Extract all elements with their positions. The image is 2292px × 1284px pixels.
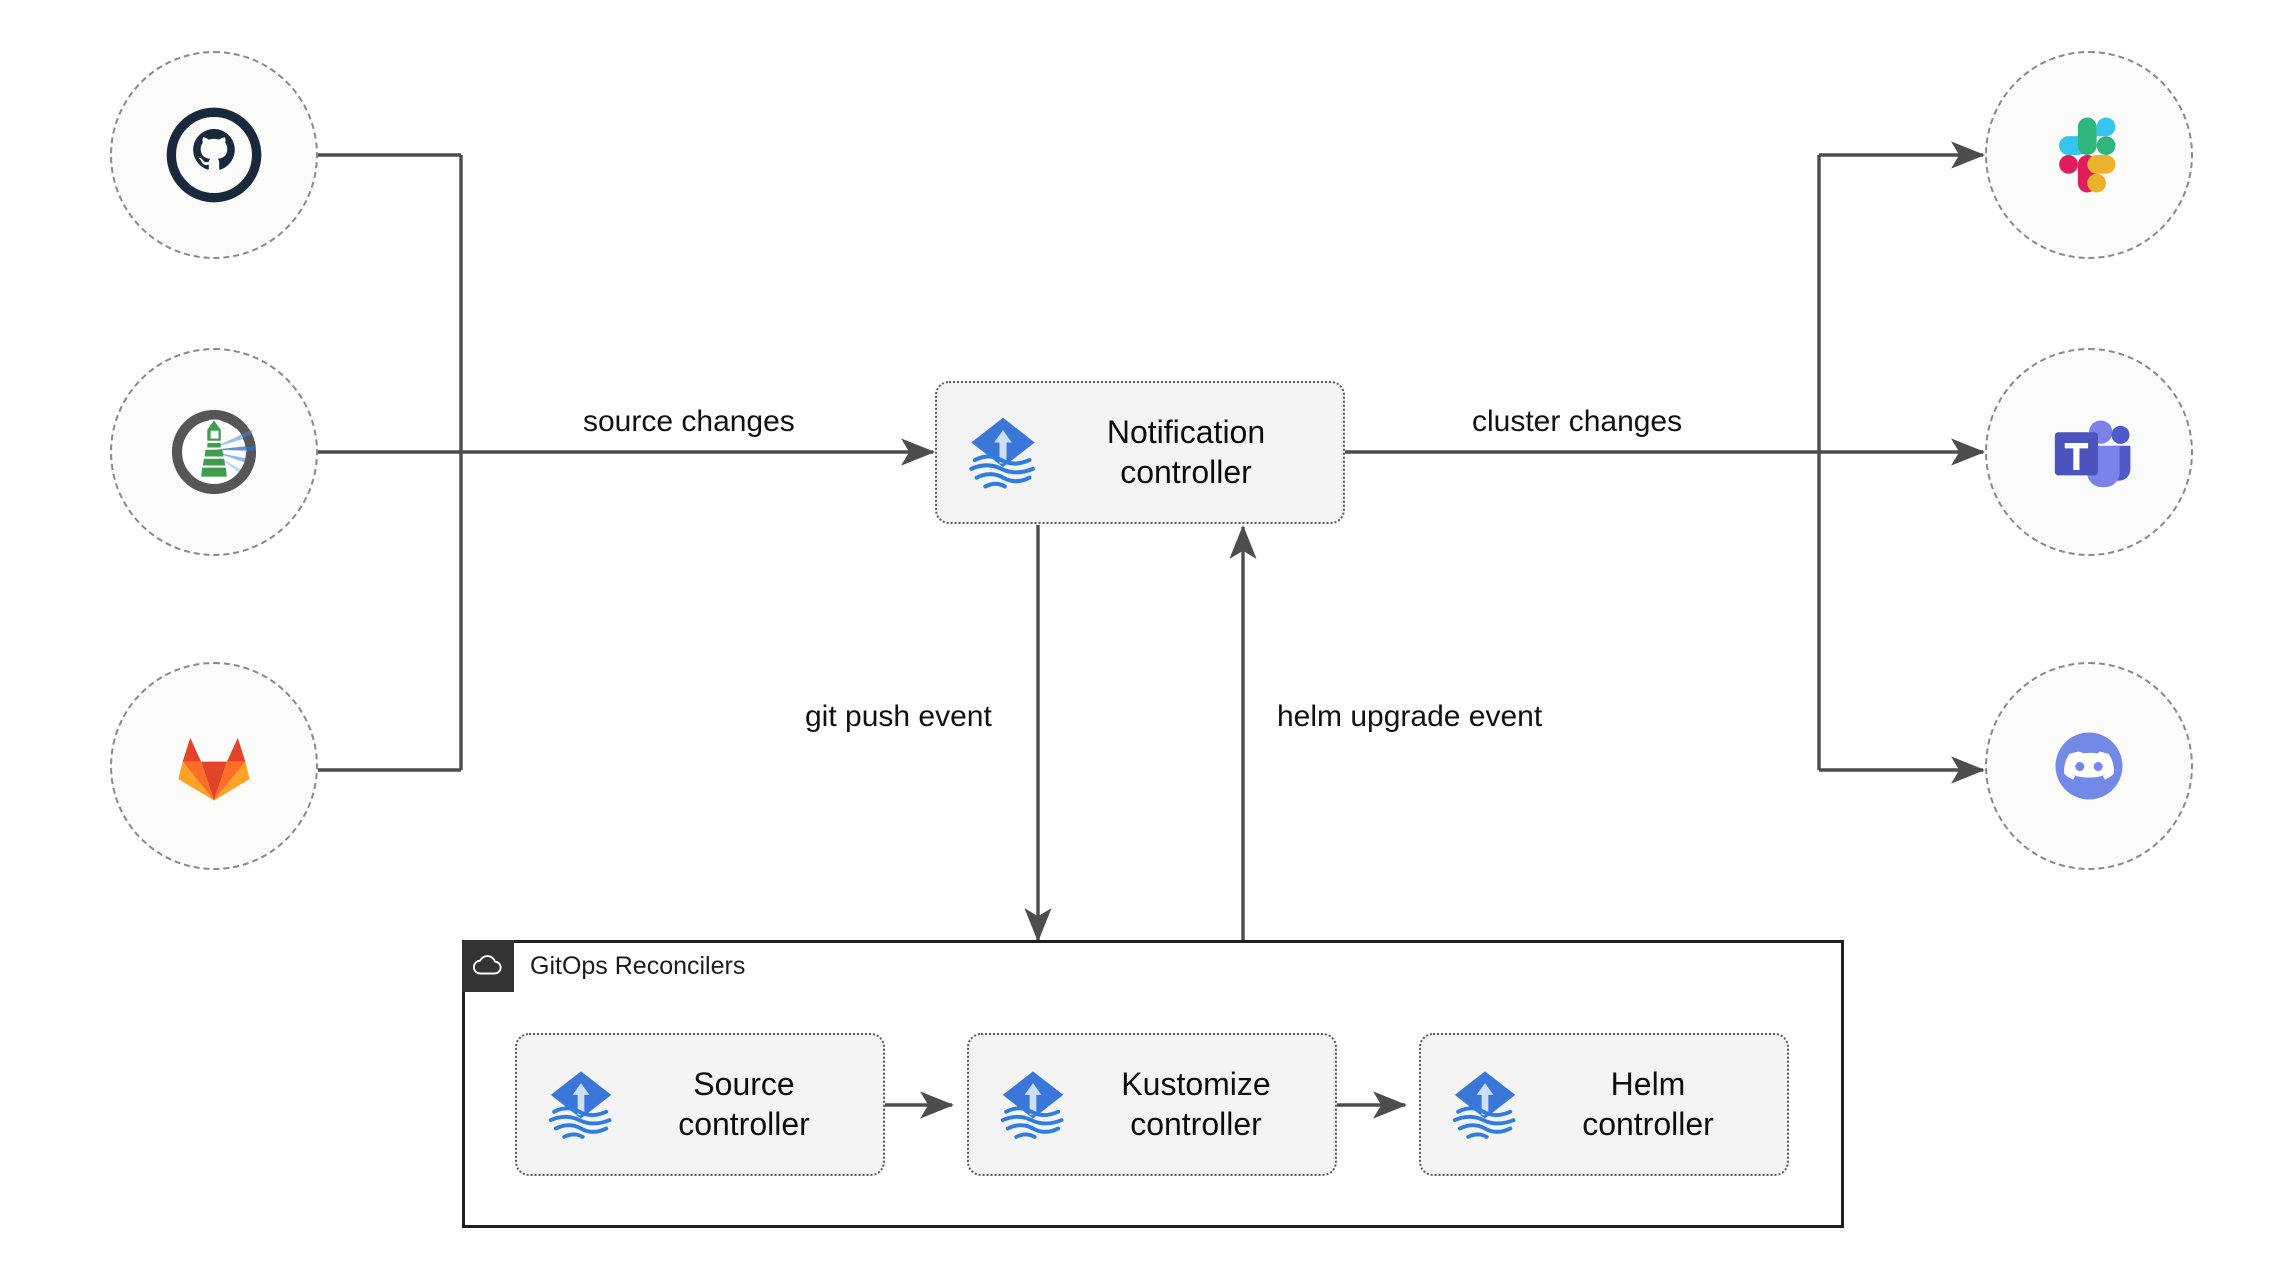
notification-controller-node[interactable]: Notification controller bbox=[935, 381, 1345, 524]
helm-controller-node[interactable]: Helm controller bbox=[1419, 1033, 1789, 1176]
slack-icon bbox=[2059, 117, 2116, 193]
destination-node-teams[interactable] bbox=[1985, 348, 2193, 556]
destination-node-slack[interactable] bbox=[1985, 51, 2193, 259]
gitlab-icon bbox=[178, 737, 250, 801]
flagger-lighthouse-icon bbox=[172, 410, 256, 494]
source-controller-label: Source controller bbox=[678, 1066, 810, 1142]
source-node-github[interactable] bbox=[110, 51, 318, 259]
notification-controller-label: Notification controller bbox=[1106, 414, 1266, 490]
github-icon bbox=[166, 107, 262, 203]
edge-label-cluster-changes: cluster changes bbox=[1472, 405, 1683, 438]
helm-controller-label: Helm controller bbox=[1582, 1066, 1714, 1142]
microsoft-teams-icon bbox=[2054, 420, 2131, 488]
destination-node-discord[interactable] bbox=[1985, 662, 2193, 870]
source-controller-node[interactable]: Source controller bbox=[515, 1033, 885, 1176]
flux-icon bbox=[548, 1070, 612, 1139]
cloud-icon bbox=[462, 940, 514, 992]
gitops-reconcilers-group bbox=[462, 940, 1844, 1228]
kustomize-controller-node[interactable]: Kustomize controller bbox=[967, 1033, 1337, 1176]
edge-label-git-push-event: git push event bbox=[805, 700, 992, 733]
gitops-reconcilers-title: GitOps Reconcilers bbox=[530, 951, 746, 980]
kustomize-controller-label: Kustomize controller bbox=[1121, 1066, 1271, 1142]
source-node-gitlab[interactable] bbox=[110, 662, 318, 870]
edge-label-source-changes: source changes bbox=[583, 405, 795, 438]
flux-icon bbox=[1452, 1070, 1516, 1139]
flux-icon bbox=[969, 417, 1035, 488]
source-node-flagger[interactable] bbox=[110, 348, 318, 556]
flux-icon bbox=[1000, 1070, 1064, 1139]
gitops-reconcilers-header: GitOps Reconcilers bbox=[462, 940, 1062, 992]
edge-label-helm-upgrade-event: helm upgrade event bbox=[1277, 700, 1543, 733]
discord-icon bbox=[2055, 732, 2123, 800]
